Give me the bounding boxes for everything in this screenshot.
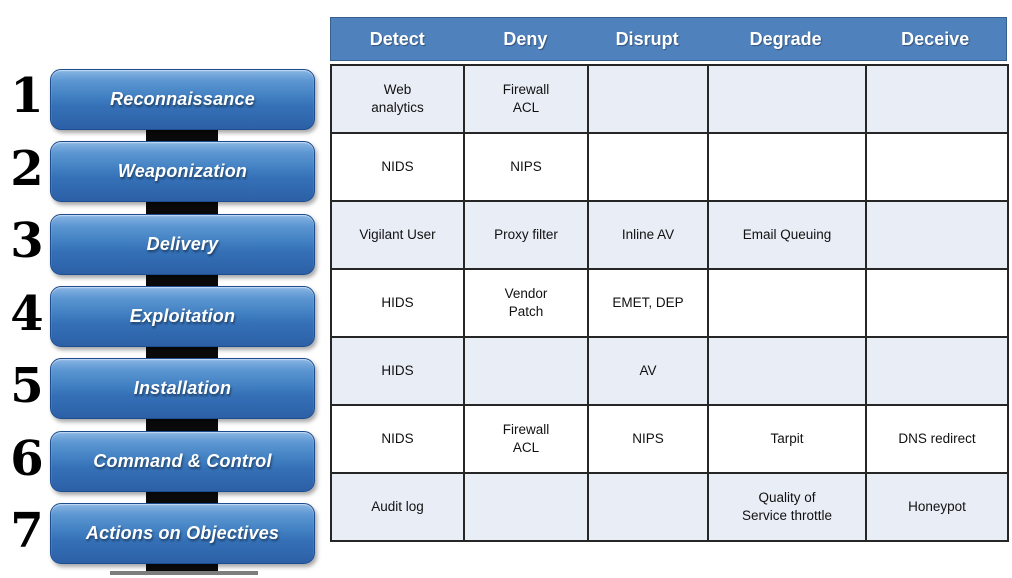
stage-number-5: 5 (10, 358, 44, 414)
stage-number-2: 2 (10, 141, 44, 197)
matrix-cell (707, 336, 867, 406)
matrix-row-actions-on-objectives: Audit log Quality of Service throttle Ho… (330, 472, 1009, 542)
stage-button-installation: Installation (50, 358, 315, 419)
stage-button-actions-on-objectives: Actions on Objectives (50, 503, 315, 564)
matrix-row-weaponization: NIDS NIPS (330, 132, 1009, 202)
stage-button-delivery: Delivery (50, 214, 315, 275)
stage-label: Exploitation (129, 306, 236, 326)
matrix-cell: Proxy filter (463, 200, 589, 270)
matrix-cell: NIPS (587, 404, 709, 474)
matrix-cell: Firewall ACL (463, 404, 589, 474)
stage-label: Command & Control (93, 451, 272, 471)
column-header-deceive: Deceive (901, 28, 970, 49)
courses-of-action-matrix: Detect Deny Disrupt Degrade Deceive Web … (330, 17, 1009, 542)
matrix-row-exploitation: HIDS Vendor Patch EMET, DEP (330, 268, 1009, 338)
matrix-cell (865, 132, 1009, 202)
matrix-cell: Audit log (330, 472, 465, 542)
matrix-cell (587, 132, 709, 202)
matrix-cell: Vigilant User (330, 200, 465, 270)
matrix-cell: Honeypot (865, 472, 1009, 542)
stage-button-reconnaissance: Reconnaissance (50, 69, 315, 130)
matrix-row-command-control: NIDS Firewall ACL NIPS Tarpit DNS redire… (330, 404, 1009, 474)
matrix-cell: NIDS (330, 404, 465, 474)
matrix-cell (865, 268, 1009, 338)
stage-button-exploitation: Exploitation (50, 286, 315, 347)
stage-number-4: 4 (10, 286, 44, 342)
column-header-deny: Deny (503, 28, 548, 49)
matrix-row-installation: HIDS AV (330, 336, 1009, 406)
matrix-cell: DNS redirect (865, 404, 1009, 474)
matrix-cell: Tarpit (707, 404, 867, 474)
matrix-cell: Inline AV (587, 200, 709, 270)
column-header-disrupt: Disrupt (615, 28, 679, 49)
matrix-cell: HIDS (330, 268, 465, 338)
column-header-degrade: Degrade (749, 28, 822, 49)
matrix-cell: Firewall ACL (463, 64, 589, 134)
matrix-cell: EMET, DEP (587, 268, 709, 338)
matrix-cell: Email Queuing (707, 200, 867, 270)
matrix-cell (463, 472, 589, 542)
stage-label: Delivery (146, 234, 219, 254)
stage-button-command-control: Command & Control (50, 431, 315, 492)
matrix-cell: Quality of Service throttle (707, 472, 867, 542)
stage-label: Installation (133, 378, 232, 398)
stage-number-1: 1 (10, 68, 44, 124)
matrix-cell: HIDS (330, 336, 465, 406)
column-header-detect: Detect (369, 28, 425, 49)
connector-arrowhead (110, 571, 258, 575)
matrix-cell: NIDS (330, 132, 465, 202)
stage-number-6: 6 (10, 431, 44, 487)
stage-label: Weaponization (117, 161, 248, 181)
matrix-cell (865, 200, 1009, 270)
matrix-cell: Web analytics (330, 64, 465, 134)
matrix-cell (707, 268, 867, 338)
matrix-grid: Web analytics Firewall ACL NIDS NIPS Vig… (330, 64, 1009, 542)
matrix-cell (707, 64, 867, 134)
matrix-cell (865, 64, 1009, 134)
matrix-cell (587, 64, 709, 134)
matrix-row-delivery: Vigilant User Proxy filter Inline AV Ema… (330, 200, 1009, 270)
matrix-cell (707, 132, 867, 202)
matrix-cell: Vendor Patch (463, 268, 589, 338)
stage-number-7: 7 (10, 503, 44, 559)
matrix-cell: AV (587, 336, 709, 406)
matrix-header-row: Detect Deny Disrupt Degrade Deceive (330, 17, 1007, 61)
matrix-row-reconnaissance: Web analytics Firewall ACL (330, 64, 1009, 134)
stage-label: Reconnaissance (110, 89, 255, 109)
stage-number-3: 3 (10, 213, 44, 269)
matrix-cell: NIPS (463, 132, 589, 202)
stage-label: Actions on Objectives (85, 523, 280, 543)
matrix-cell (463, 336, 589, 406)
matrix-cell (587, 472, 709, 542)
stage-button-weaponization: Weaponization (50, 141, 315, 202)
matrix-cell (865, 336, 1009, 406)
